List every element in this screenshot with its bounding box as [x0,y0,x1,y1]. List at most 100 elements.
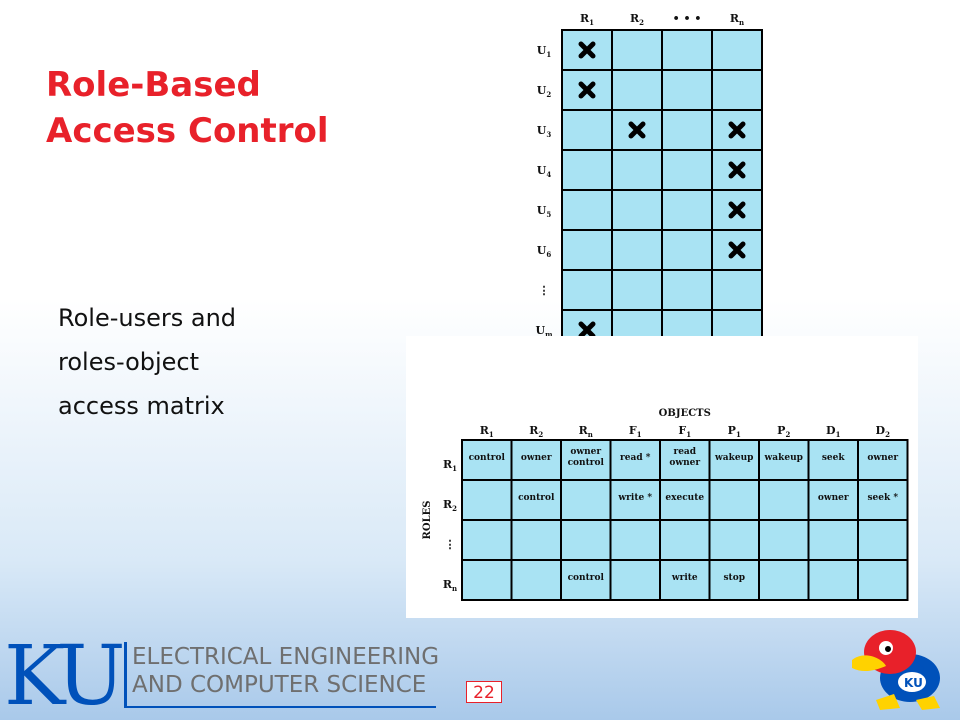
cell-permission: control [469,453,506,463]
x-mark-icon [728,121,746,139]
matrix-cell [560,559,612,601]
matrix-cell [857,519,909,561]
cell-permission: wakeup [764,453,803,463]
column-header: Rn [730,12,744,27]
matrix-cell [857,559,909,601]
column-header: R2 [630,12,644,27]
matrix-cell [461,439,513,481]
caption-line-1: Role-users and [58,304,237,332]
x-mark-icon [728,241,746,259]
matrix-cell [561,149,613,191]
row-header: R2 [443,498,457,513]
cell-permission: read [673,447,696,457]
ku-eecs-logo: KU ELECTRICAL ENGINEERING AND COMPUTER S… [4,629,439,718]
matrix-cell [758,439,810,481]
matrix-cell [758,519,810,561]
caption-line-3: access matrix [58,392,225,420]
cell-permission: execute [665,493,704,503]
matrix-cell [611,189,663,231]
matrix-cell [708,519,760,561]
matrix-cell [807,439,859,481]
row-header: R1 [443,458,457,473]
matrix-cell [461,559,513,601]
row-header: Rn [443,578,457,593]
slide-title-line-1: Role-Based [46,65,261,105]
slide-title-line-2: Access Control [46,111,329,151]
column-header: D1 [826,424,841,439]
matrix-cell [611,109,663,151]
matrix-cell [560,519,612,561]
column-header: P1 [728,424,741,439]
matrix-cell [661,269,713,311]
logo-underline [124,706,436,708]
cell-permission: stop [723,573,745,583]
x-mark-icon [578,321,596,339]
cell-permission: seek [822,453,846,463]
matrix-cell [661,189,713,231]
matrix-cell [661,149,713,191]
column-header: R1 [580,12,594,27]
cell-permission: owner [818,493,849,503]
matrix-cell [561,269,613,311]
page-number: 22 [466,681,502,703]
matrix-cell [510,439,562,481]
matrix-cell [611,29,663,71]
jayhawk-chest-letters: KU [904,676,923,690]
column-header: Rn [579,424,593,439]
cell-permission: seek * [867,493,898,503]
matrix-cell [461,519,513,561]
matrix-cell [807,519,859,561]
column-header: F1 [678,424,691,439]
column-header: F1 [629,424,642,439]
row-header: U1 [537,44,552,59]
matrix-cell [661,229,713,271]
matrix-cell [711,29,763,71]
matrix-cell [857,479,909,521]
column-header: D2 [876,424,891,439]
cell-permission: owner [521,453,552,463]
matrix-cell [611,269,663,311]
caption-line-2: roles-object [58,348,200,376]
matrix-cell [659,519,711,561]
x-mark-icon [728,201,746,219]
row-header: U6 [537,244,552,259]
row-header: U2 [537,84,552,99]
cell-permission: owner [669,458,700,468]
cell-permission: owner [570,447,601,457]
cell-permission: write * [617,493,652,503]
x-mark-icon [578,81,596,99]
cell-permission: write [671,573,698,583]
matrix-cell [611,69,663,111]
matrix-cell [510,559,562,601]
ku-logo-letters: KU [4,629,122,718]
row-header: ⋮ [539,284,550,297]
matrix-cell [758,479,810,521]
row-header: U5 [537,204,552,219]
cell-permission: owner [867,453,898,463]
cell-permission: control [518,493,555,503]
matrix-cell [611,229,663,271]
matrix-cell [711,69,763,111]
cell-permission: control [568,573,605,583]
column-header: P2 [777,424,790,439]
matrix-cell [560,479,612,521]
x-mark-icon [728,161,746,179]
jayhawk-mascot-icon: KU [852,630,940,710]
matrix-cell [659,559,711,601]
cell-permission: wakeup [714,453,753,463]
matrix-cell [561,229,613,271]
matrix-cell [708,479,760,521]
slide-title: Role-Based Access Control [46,62,329,154]
row-header: U4 [537,164,552,179]
x-mark-icon [628,121,646,139]
matrix-cell [510,519,562,561]
matrix-cell [611,149,663,191]
column-header: R2 [529,424,543,439]
matrix-cell [609,559,661,601]
matrix-cell [461,479,513,521]
matrix-cell [661,29,713,71]
roles-axis-label: ROLES [422,501,433,540]
